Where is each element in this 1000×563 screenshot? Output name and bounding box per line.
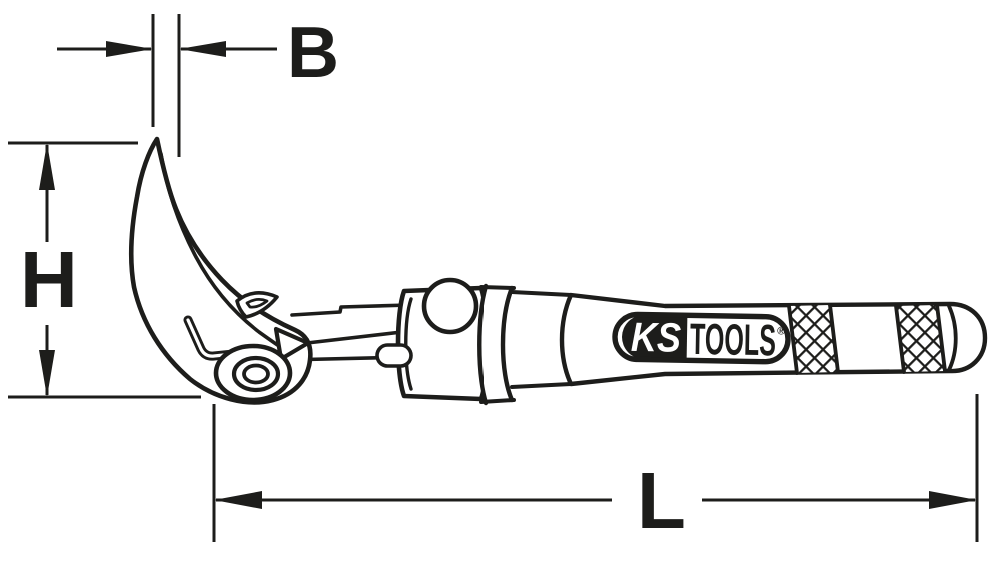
dim-arrow-up-icon	[39, 143, 55, 190]
logo-ks-block	[622, 315, 688, 360]
logo-tools-text: TOOLS	[690, 315, 777, 365]
ring-band-right-arc	[500, 285, 515, 403]
knurl-band-1-left-edge	[787, 304, 799, 375]
claw-slot-inner	[186, 318, 255, 358]
dimension-b-annotation: B	[57, 13, 339, 157]
dim-arrow-right-icon	[106, 41, 153, 57]
claw-fork-wedge	[273, 326, 311, 362]
front-cylinder-bottom	[510, 382, 573, 389]
knurl-band-1	[789, 305, 838, 373]
tool-ring-band	[477, 283, 516, 406]
collar-bore-arc	[404, 297, 413, 391]
dim-arrow-left-icon	[214, 491, 262, 509]
claw-fork-leaf-slot	[245, 298, 269, 309]
shaft-top-edge	[290, 303, 412, 317]
dim-arrow-right-icon	[929, 491, 977, 509]
front-cylinder-fill	[512, 292, 571, 387]
ring-band-left-arc	[477, 283, 489, 406]
dim-label-l: L	[637, 456, 686, 545]
logo-ks-text: KS	[631, 314, 682, 361]
shaft-middle-edge	[305, 329, 412, 345]
front-cylinder-top	[510, 290, 573, 297]
knurl-band-2	[896, 305, 945, 372]
shaft-pin-slot	[375, 343, 413, 368]
dim-label-b: B	[287, 13, 339, 93]
dimension-l-annotation: L	[212, 394, 979, 545]
tool-illustration: KS TOOLS ®	[128, 136, 988, 406]
dim-arrow-left-icon	[179, 41, 226, 57]
claw-fork-leaf	[235, 291, 279, 319]
knurl-band-1-right-edge	[828, 303, 840, 374]
knurl-band-2-left-edge	[894, 304, 906, 374]
claw-pivot-hole	[242, 363, 270, 385]
dim-label-h: H	[20, 235, 78, 324]
claw-bevel-line	[159, 152, 281, 348]
brand-logo: KS TOOLS ®	[612, 311, 791, 365]
tool-front-cylinder	[510, 290, 573, 389]
dimension-h-annotation: H	[8, 141, 201, 399]
knurl-band-2-right-edge	[935, 303, 947, 373]
dome-cap-seam	[947, 304, 958, 372]
dim-arrow-down-icon	[39, 350, 55, 397]
logo-registered-mark: ®	[777, 325, 785, 337]
logo-capsule-border	[612, 311, 791, 365]
tool-claw-head	[128, 136, 313, 405]
tool-ball-knob	[421, 277, 479, 335]
